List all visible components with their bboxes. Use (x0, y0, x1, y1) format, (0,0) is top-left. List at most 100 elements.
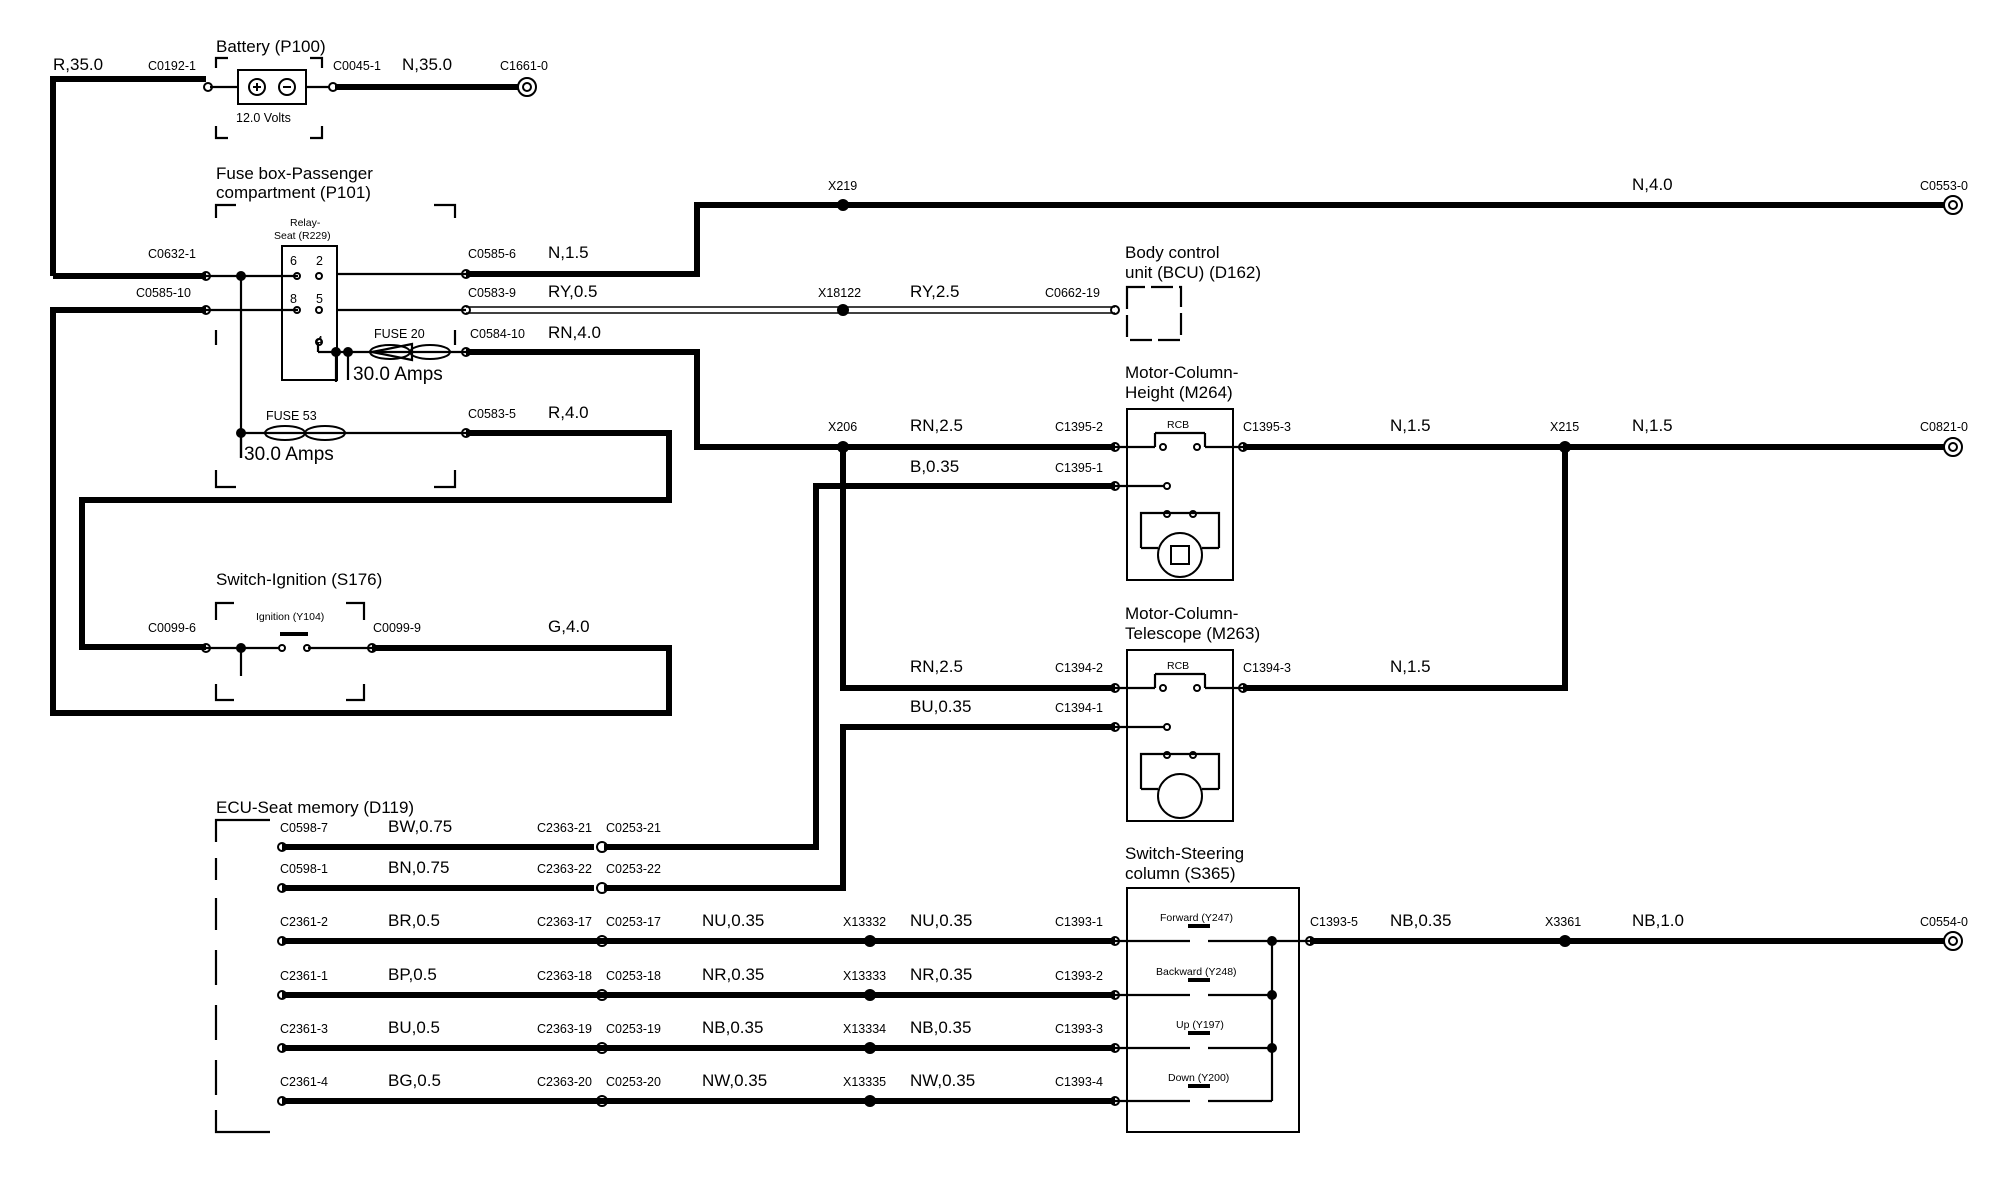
battery-voltage: 12.0 Volts (236, 111, 291, 125)
conn-c0553-0: C0553-0 (1920, 179, 1968, 193)
wlab-bu05: BU,0.5 (388, 1018, 440, 1037)
wire-bu035 (604, 724, 1115, 891)
wires (50, 76, 1944, 1104)
splice-labels: X219 X18122 X206 X215 X13332 X13333 X133… (818, 179, 1581, 1089)
wlab-n15-b: N,1.5 (1390, 416, 1431, 435)
wire-rn40 (466, 349, 1115, 450)
ignition-switch: Switch-Ignition (S176) Ignition (Y104) (201, 570, 382, 702)
conn-c1395-2: C1395-2 (1055, 420, 1103, 434)
fusebox-title-1: Fuse box-Passenger (216, 164, 373, 183)
splice-x219: X219 (828, 179, 857, 193)
bcu-title-1: Body control (1125, 243, 1220, 262)
steering-pos-backward: Backward (Y248) (1156, 966, 1237, 978)
wlab-bw075: BW,0.75 (388, 817, 452, 836)
ignition-title: Switch-Ignition (S176) (216, 570, 382, 589)
conn-c0598-7: C0598-7 (280, 821, 328, 835)
conn-c1661-0: C1661-0 (500, 59, 548, 73)
wlab-nw035-a: NW,0.35 (702, 1071, 767, 1090)
wire-labels: R,35.0 N,35.0 N,1.5 N,4.0 RY,0.5 RY,2.5 … (53, 55, 1684, 1090)
conn-c1393-4: C1393-4 (1055, 1075, 1103, 1089)
splice-x206: X206 (828, 420, 857, 434)
ry-wire (466, 306, 1115, 314)
steering-pos-down: Down (Y200) (1168, 1072, 1229, 1084)
relay-label-1: Relay- (290, 217, 321, 229)
ecu-title: ECU-Seat memory (D119) (216, 798, 414, 817)
wlab-br05: BR,0.5 (388, 911, 440, 930)
relay-pin-5: 5 (316, 292, 323, 306)
conn-c0192-1: C0192-1 (148, 59, 196, 73)
wire-r35 (50, 76, 206, 276)
relay-pin-8: 8 (290, 292, 297, 306)
bcu-title-2: unit (BCU) (D162) (1125, 263, 1261, 282)
conn-c1393-1: C1393-1 (1055, 915, 1103, 929)
conn-c0253-17: C0253-17 (606, 915, 661, 929)
steering-title-1: Switch-Steering (1125, 844, 1244, 863)
conn-c0632-1: C0632-1 (148, 247, 196, 261)
wlab-r35: R,35.0 (53, 55, 103, 74)
conn-c2361-3: C2361-3 (280, 1022, 328, 1036)
connector-labels: C0192-1 C0045-1 C1661-0 C0632-1 C0585-10… (136, 59, 1968, 1089)
wire-n15-ground-top (466, 202, 1944, 277)
relay-pin-6: 6 (290, 254, 297, 268)
steering-switch: Switch-Steering column (S365) Forward (Y… (1110, 844, 1315, 1133)
steering-pos-up: Up (Y197) (1176, 1019, 1224, 1031)
conn-c0583-5: C0583-5 (468, 407, 516, 421)
splice-x3361: X3361 (1545, 915, 1581, 929)
wlab-n15-d: N,1.5 (1390, 657, 1431, 676)
motor-height: Motor-Column- Height (M264) RCB (1110, 363, 1248, 581)
conn-c0585-10: C0585-10 (136, 286, 191, 300)
wlab-nb035-a: NB,0.35 (702, 1018, 763, 1037)
conn-c2363-19: C2363-19 (537, 1022, 592, 1036)
conn-c1393-3: C1393-3 (1055, 1022, 1103, 1036)
wlab-r40: R,4.0 (548, 403, 589, 422)
conn-c1393-5: C1393-5 (1310, 915, 1358, 929)
wlab-nb10: NB,1.0 (1632, 911, 1684, 930)
fusebox-title-2: compartment (P101) (216, 183, 371, 202)
steering-title-2: column (S365) (1125, 864, 1236, 883)
motor-telescope-rcb: RCB (1167, 660, 1189, 672)
conn-c2361-2: C2361-2 (280, 915, 328, 929)
conn-c0099-6: C0099-6 (148, 621, 196, 635)
splice-x13334: X13334 (843, 1022, 886, 1036)
splice-x13333: X13333 (843, 969, 886, 983)
wlab-ry05: RY,0.5 (548, 282, 597, 301)
conn-c1395-3: C1395-3 (1243, 420, 1291, 434)
conn-c2361-1: C2361-1 (280, 969, 328, 983)
wire-g40 (50, 307, 672, 716)
ignition-inner: Ignition (Y104) (256, 611, 324, 623)
conn-c0253-20: C0253-20 (606, 1075, 661, 1089)
wlab-nu035-b: NU,0.35 (910, 911, 972, 930)
conn-c2363-21: C2363-21 (537, 821, 592, 835)
wlab-g40: G,4.0 (548, 617, 590, 636)
wlab-bu035: BU,0.35 (910, 697, 971, 716)
wlab-n40: N,4.0 (1632, 175, 1673, 194)
motor-telescope-title-1: Motor-Column- (1125, 604, 1238, 623)
splice-dots (837, 199, 1571, 1107)
conn-c2363-20: C2363-20 (537, 1075, 592, 1089)
motor-height-title-1: Motor-Column- (1125, 363, 1238, 382)
fuse20-label: FUSE 20 (374, 327, 425, 341)
wlab-nb035-c: NB,0.35 (1390, 911, 1451, 930)
battery: Battery (P100) 12.0 Volts (203, 37, 537, 140)
conn-c2361-4: C2361-4 (280, 1075, 328, 1089)
wire-r40 (79, 430, 672, 650)
wlab-n15-a: N,1.5 (548, 243, 589, 262)
relay-label-2: Seat (R229) (274, 230, 331, 242)
ecu-seat-memory: ECU-Seat memory (D119) (214, 798, 608, 1134)
fuse20-rating: 30.0 Amps (353, 364, 443, 385)
wlab-nr035-a: NR,0.35 (702, 965, 764, 984)
conn-c0585-6: C0585-6 (468, 247, 516, 261)
conn-c0253-19: C0253-19 (606, 1022, 661, 1036)
splice-x18122: X18122 (818, 286, 861, 300)
fusebox: Fuse box-Passenger compartment (P101) Re… (201, 164, 471, 489)
conn-c1394-3: C1394-3 (1243, 661, 1291, 675)
conn-c0598-1: C0598-1 (280, 862, 328, 876)
wlab-bn075: BN,0.75 (388, 858, 449, 877)
splice-x13332: X13332 (843, 915, 886, 929)
conn-c0099-9: C0099-9 (373, 621, 421, 635)
wlab-nw035-b: NW,0.35 (910, 1071, 975, 1090)
relay-pin-2: 2 (316, 254, 323, 268)
fuse53-rating: 30.0 Amps (244, 444, 334, 465)
conn-c0821-0: C0821-0 (1920, 420, 1968, 434)
